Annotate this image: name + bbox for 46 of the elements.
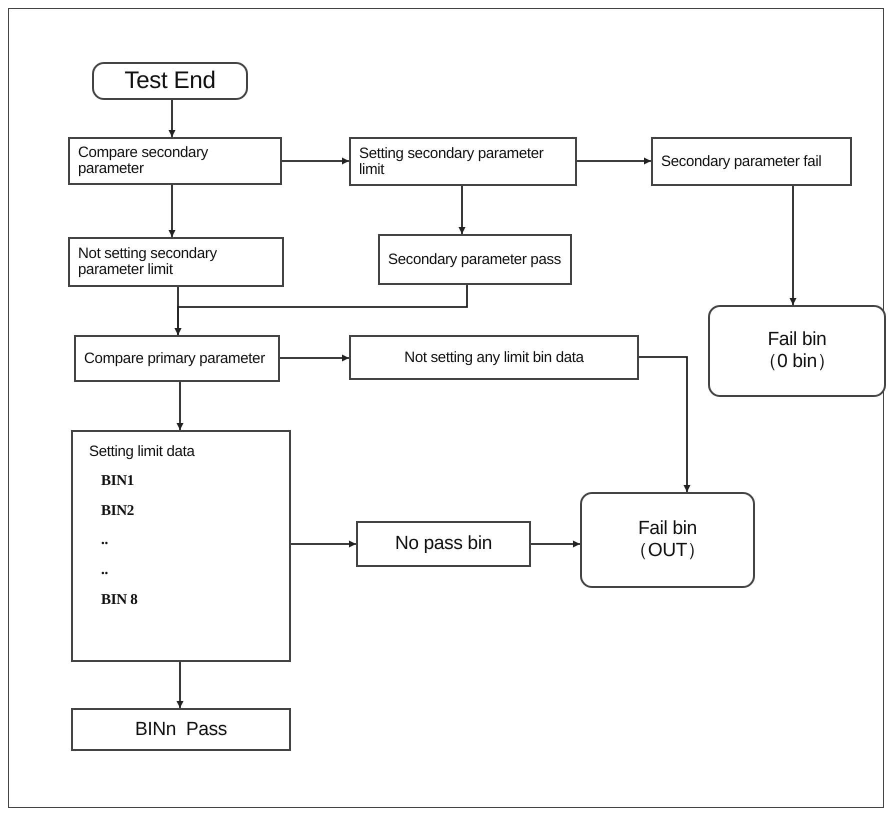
process-box xyxy=(68,137,282,185)
bin-label: .. xyxy=(101,563,108,579)
node-text: Compare secondary parameter xyxy=(78,145,210,177)
terminal-box xyxy=(92,62,248,100)
node-text: （OUT） xyxy=(629,541,706,561)
arrow xyxy=(168,100,176,137)
arrow xyxy=(176,662,184,708)
process-box xyxy=(349,137,577,186)
node-text: Setting secondary parameter limit xyxy=(359,146,545,178)
process-box xyxy=(71,708,291,751)
process-box xyxy=(651,137,852,186)
arrow xyxy=(577,158,651,164)
arrow xyxy=(458,186,466,234)
node-text: （0 bin） xyxy=(758,352,836,372)
arrow xyxy=(174,285,468,335)
node-text: Secondary parameter fail xyxy=(661,154,822,170)
node-text: No pass bin xyxy=(394,534,492,554)
node-text: Not setting secondary parameter limit xyxy=(78,246,218,278)
bin-label: .. xyxy=(101,533,108,549)
process-box xyxy=(68,237,284,287)
process-box xyxy=(349,335,639,380)
process-box xyxy=(74,335,280,382)
arrow xyxy=(176,382,184,430)
arrow xyxy=(790,186,796,305)
node-text: Test End xyxy=(124,68,216,94)
node-text: Setting limit data xyxy=(89,444,194,460)
arrow xyxy=(291,540,356,548)
arrow xyxy=(531,540,580,548)
process-box xyxy=(378,234,572,285)
node-text: Secondary parameter pass xyxy=(388,252,561,268)
node-text: BINn Pass xyxy=(134,720,228,740)
bin-label: BIN2 xyxy=(101,504,134,520)
bin-label: BIN 8 xyxy=(101,592,138,608)
node-text: Compare primary parameter xyxy=(84,350,265,366)
process-box xyxy=(356,521,531,567)
terminal-box xyxy=(708,305,886,397)
arrow xyxy=(639,356,690,492)
node-text: Fail bin xyxy=(768,330,826,350)
node-text: Fail bin xyxy=(638,519,697,539)
arrow xyxy=(280,354,349,362)
node-text: Not setting any limit bin data xyxy=(404,350,584,366)
terminal-box xyxy=(580,492,755,588)
arrow xyxy=(168,185,176,237)
bin-label: BIN1 xyxy=(101,474,134,490)
arrow xyxy=(282,158,349,164)
process-box xyxy=(71,430,291,662)
